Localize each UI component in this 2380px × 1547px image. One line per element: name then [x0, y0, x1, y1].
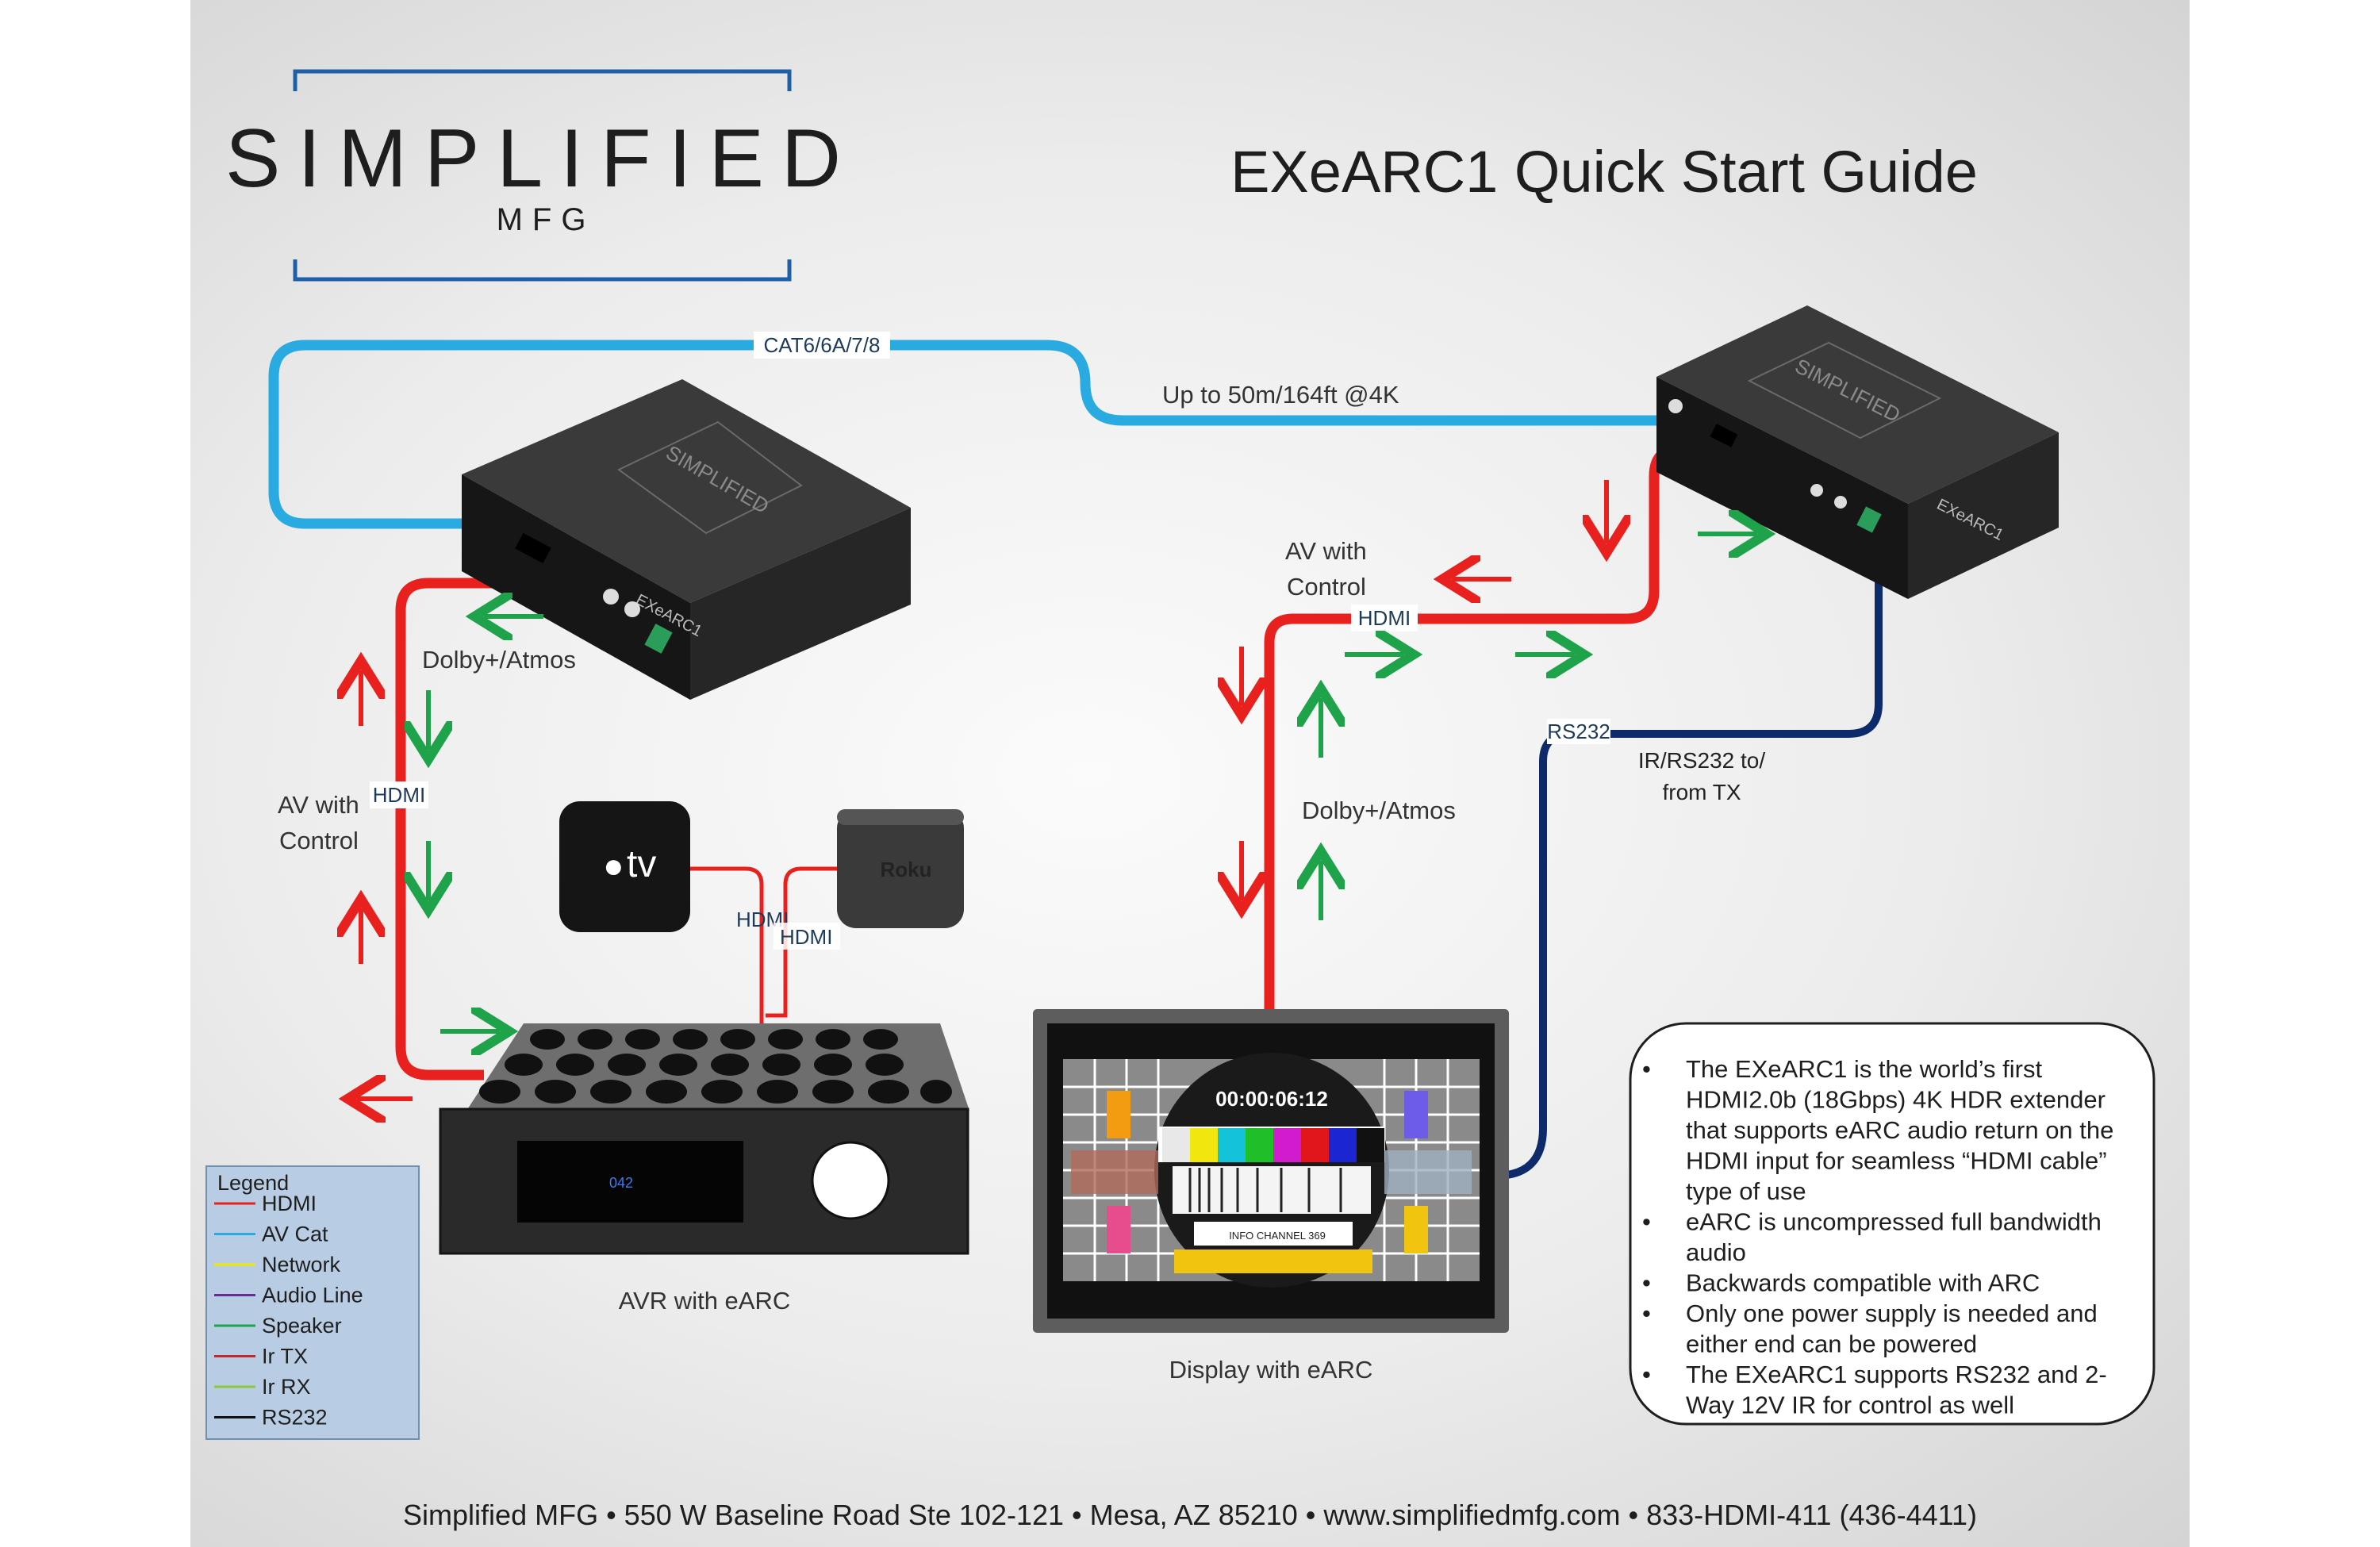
legend-item-label: RS232: [262, 1406, 328, 1430]
distance-label: Up to 50m/164ft @4K: [1162, 381, 1399, 409]
apple-logo-icon: ●: [603, 846, 624, 885]
info-bullet-line: Backwards compatible with ARC: [1686, 1269, 2040, 1297]
info-bullet-line: Only one power supply is needed and: [1686, 1299, 2098, 1327]
rs232-label: RS232: [1547, 720, 1610, 743]
ir-rs232-label-1: IR/RS232 to/: [1638, 748, 1766, 773]
hdmi-left-label: HDMI: [373, 783, 425, 807]
hdmi-roku-label-bg: [774, 923, 840, 950]
avr-display-readout: 042: [609, 1175, 633, 1191]
info-bullet-line: HDMI input for seamless “HDMI cable”: [1686, 1147, 2107, 1175]
dolby-label-right: Dolby+/Atmos: [1302, 797, 1456, 824]
info-bullet-line: type of use: [1686, 1177, 1806, 1205]
legend-item-label: Ir RX: [262, 1375, 311, 1399]
hdmi-cable-apple: [690, 866, 764, 1023]
av-control-label-right-2: Control: [1287, 573, 1366, 601]
hdmi-left-label-bg: [370, 781, 428, 808]
apple-tv-label: tv: [627, 843, 656, 885]
info-bullet-line: eARC is uncompressed full bandwidth: [1686, 1208, 2102, 1236]
signal-arrows: [357, 480, 1757, 1099]
cat-label-bg: [754, 332, 890, 359]
legend-item-label: Speaker: [262, 1314, 342, 1338]
info-bullet-line: The EXeARC1 supports RS232 and 2-: [1686, 1361, 2107, 1388]
roku-player: Roku: [837, 809, 964, 928]
bullet-dot-icon: •: [1642, 1055, 1651, 1083]
tv-channel: INFO CHANNEL 369: [1229, 1230, 1326, 1242]
roku-label: Roku: [881, 858, 932, 881]
hdmi-cable-roku: [766, 866, 837, 1018]
avr-volume-knob: [811, 1141, 890, 1220]
exearc1-receiver: SIMPLIFIED EXeARC1: [462, 379, 911, 700]
brand-logo: SIMPLIFIED MFG: [225, 69, 858, 282]
color-bars: [1162, 1128, 1384, 1162]
display-tv: 00:00:06:12 INFO CHANNEL 369: [1033, 1009, 1509, 1333]
hdmi-roku-label: HDMI: [780, 925, 832, 949]
bullet-dot-icon: •: [1642, 1208, 1651, 1236]
brand-name: SIMPLIFIED: [225, 113, 858, 205]
legend-item-label: HDMI: [262, 1192, 317, 1215]
hdmi-right-label: HDMI: [1358, 606, 1411, 630]
bullet-dot-icon: •: [1642, 1269, 1651, 1297]
bullet-dot-icon: •: [1642, 1299, 1651, 1327]
dolby-label-left: Dolby+/Atmos: [422, 646, 576, 674]
cat-label: CAT6/6A/7/8: [764, 333, 881, 357]
footer-contact: Simplified MFG • 550 W Baseline Road Ste…: [403, 1499, 1977, 1531]
legend-item-label: Ir TX: [262, 1345, 308, 1368]
avr-vent-holes: [479, 1029, 952, 1104]
brand-sub: MFG: [497, 202, 596, 237]
info-bullets: • The EXeARC1 is the world’s firstHDMI2.0…: [1642, 1055, 2113, 1419]
rs232-label-bg: [1547, 719, 1610, 744]
av-control-label-left-2: Control: [279, 827, 359, 854]
hdmi-right-label-bg: [1351, 605, 1418, 631]
bullet-dot-icon: •: [1642, 1361, 1651, 1388]
info-bullet-line: Way 12V IR for control as well: [1686, 1392, 2014, 1419]
info-bullet-line: HDMI2.0b (18Gbps) 4K HDR extender: [1686, 1086, 2106, 1114]
av-control-label-left-1: AV with: [278, 791, 359, 819]
page-title: EXeARC1 Quick Start Guide: [1230, 139, 1978, 205]
exearc1-transmitter: SIMPLIFIED EXeARC1: [1656, 305, 2059, 599]
legend-item-label: Network: [262, 1253, 341, 1276]
legend-title: Legend: [217, 1171, 289, 1195]
info-bullet-line: The EXeARC1 is the world’s first: [1686, 1055, 2042, 1083]
info-bullet-line: that supports eARC audio return on the: [1686, 1116, 2113, 1144]
legend-item-label: Audio Line: [262, 1284, 363, 1307]
info-box: • The EXeARC1 is the world’s firstHDMI2.0…: [1629, 1022, 2155, 1426]
cat-cable: [268, 340, 1726, 529]
apple-tv: ● tv: [559, 801, 690, 932]
ir-rs232-label-2: from TX: [1662, 780, 1741, 804]
avr-caption: AVR with eARC: [619, 1287, 791, 1315]
av-control-label-right-1: AV with: [1285, 537, 1367, 565]
info-bullet-line: audio: [1686, 1238, 1746, 1266]
legend-item-label: AV Cat: [262, 1223, 328, 1246]
tv-timecode: 00:00:06:12: [1215, 1087, 1328, 1111]
avr-receiver: 042: [439, 1023, 969, 1255]
display-caption: Display with eARC: [1169, 1356, 1373, 1384]
info-bullet-line: either end can be powered: [1686, 1330, 1977, 1358]
hdmi-cable-left: [395, 578, 583, 1081]
